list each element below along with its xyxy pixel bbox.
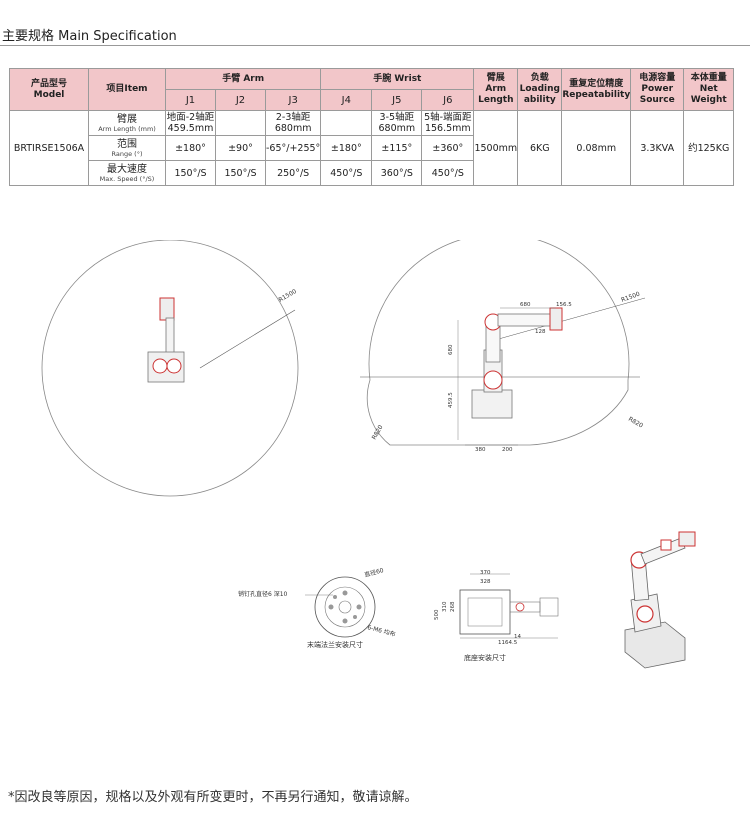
base-drawing: 370 328 500 310 268 14 1164.5 底座安装尺寸 bbox=[434, 570, 559, 662]
section-title: 主要规格 Main Specification bbox=[2, 29, 177, 44]
flange-caption: 末端法兰安装尺寸 bbox=[307, 640, 363, 649]
range-j4: ±180° bbox=[320, 135, 373, 161]
top-radius-label: R1500 bbox=[278, 288, 298, 304]
flange-label-dia: 直径60 bbox=[363, 566, 384, 579]
svg-text:128: 128 bbox=[535, 329, 546, 335]
speed-j5: 360°/S bbox=[371, 160, 423, 186]
speed-j1: 150°/S bbox=[165, 160, 216, 186]
header-divider bbox=[0, 45, 750, 46]
header-wrist: 手腕 Wrist bbox=[320, 68, 475, 90]
disclaimer-note: *因改良等原因，规格以及外观有所变更时，不再另行通知，敬请谅解。 bbox=[8, 790, 418, 805]
side-dimensions: 680 156.5 128 680 459.5 380 200 bbox=[448, 302, 572, 453]
top-view-drawing: R1500 bbox=[41, 240, 299, 497]
flange-drawing: 销钉孔直径6 深10 直径60 6-M6 均布 末端法兰安装尺寸 bbox=[238, 566, 396, 649]
range-j3: -65°/+255° bbox=[264, 135, 322, 161]
svg-text:156.5: 156.5 bbox=[556, 302, 572, 308]
base-dim-370: 370 bbox=[480, 570, 491, 576]
header-arm: 手臂 Arm bbox=[164, 68, 322, 90]
reach-value: 1500mm bbox=[473, 110, 519, 186]
flange-label-bolts: 6-M6 均布 bbox=[366, 623, 396, 638]
range-j5: ±115° bbox=[371, 135, 423, 161]
svg-text:200: 200 bbox=[502, 447, 513, 453]
model-cell: BRTIRSE1506A bbox=[9, 110, 89, 186]
section-header: 主要规格 Main Specification bbox=[0, 22, 750, 46]
base-dim-500: 500 bbox=[434, 609, 440, 620]
speed-j6: 450°/S bbox=[421, 160, 475, 186]
header-j4: J4 bbox=[320, 89, 373, 111]
base-dim-268: 268 bbox=[450, 601, 456, 612]
header-j2: J2 bbox=[215, 89, 266, 111]
weight-value: 约125KG bbox=[683, 110, 735, 186]
speed-j2: 150°/S bbox=[215, 160, 266, 186]
base-dim-310: 310 bbox=[442, 601, 448, 612]
header-j5: J5 bbox=[371, 89, 423, 111]
svg-text:380: 380 bbox=[475, 447, 486, 453]
side-r2-label: R820 bbox=[627, 416, 644, 430]
power-value: 3.3KVA bbox=[630, 110, 685, 186]
speed-j3: 250°/S bbox=[264, 160, 322, 186]
base-dim-328: 328 bbox=[480, 579, 491, 585]
robot-top-icon bbox=[147, 297, 185, 383]
robot-side-icon bbox=[471, 307, 563, 419]
load-value: 6KG bbox=[517, 110, 563, 186]
header-j6: J6 bbox=[421, 89, 475, 111]
armlen-j4 bbox=[320, 110, 373, 136]
range-j1: ±180° bbox=[165, 135, 216, 161]
repeat-value: 0.08mm bbox=[561, 110, 632, 186]
svg-text:680: 680 bbox=[448, 344, 454, 355]
svg-text:680: 680 bbox=[520, 302, 531, 308]
side-view-drawing: R1500 R820 R820 680 156.5 128 680 459.5 … bbox=[360, 240, 646, 453]
robot-3d-illustration bbox=[624, 531, 696, 669]
base-caption: 底座安装尺寸 bbox=[464, 653, 506, 662]
header-j3: J3 bbox=[264, 89, 322, 111]
header-j1: J1 bbox=[165, 89, 216, 111]
base-dim-11645: 1164.5 bbox=[498, 640, 518, 646]
flange-label-pin: 销钉孔直径6 深10 bbox=[238, 590, 288, 598]
base-dim-14: 14 bbox=[514, 634, 521, 640]
range-j2: ±90° bbox=[215, 135, 266, 161]
armlen-j2 bbox=[215, 110, 266, 136]
speed-j4: 450°/S bbox=[320, 160, 373, 186]
header-item: 项目Item bbox=[88, 68, 166, 111]
range-j6: ±360° bbox=[421, 135, 475, 161]
svg-text:459.5: 459.5 bbox=[448, 392, 454, 408]
